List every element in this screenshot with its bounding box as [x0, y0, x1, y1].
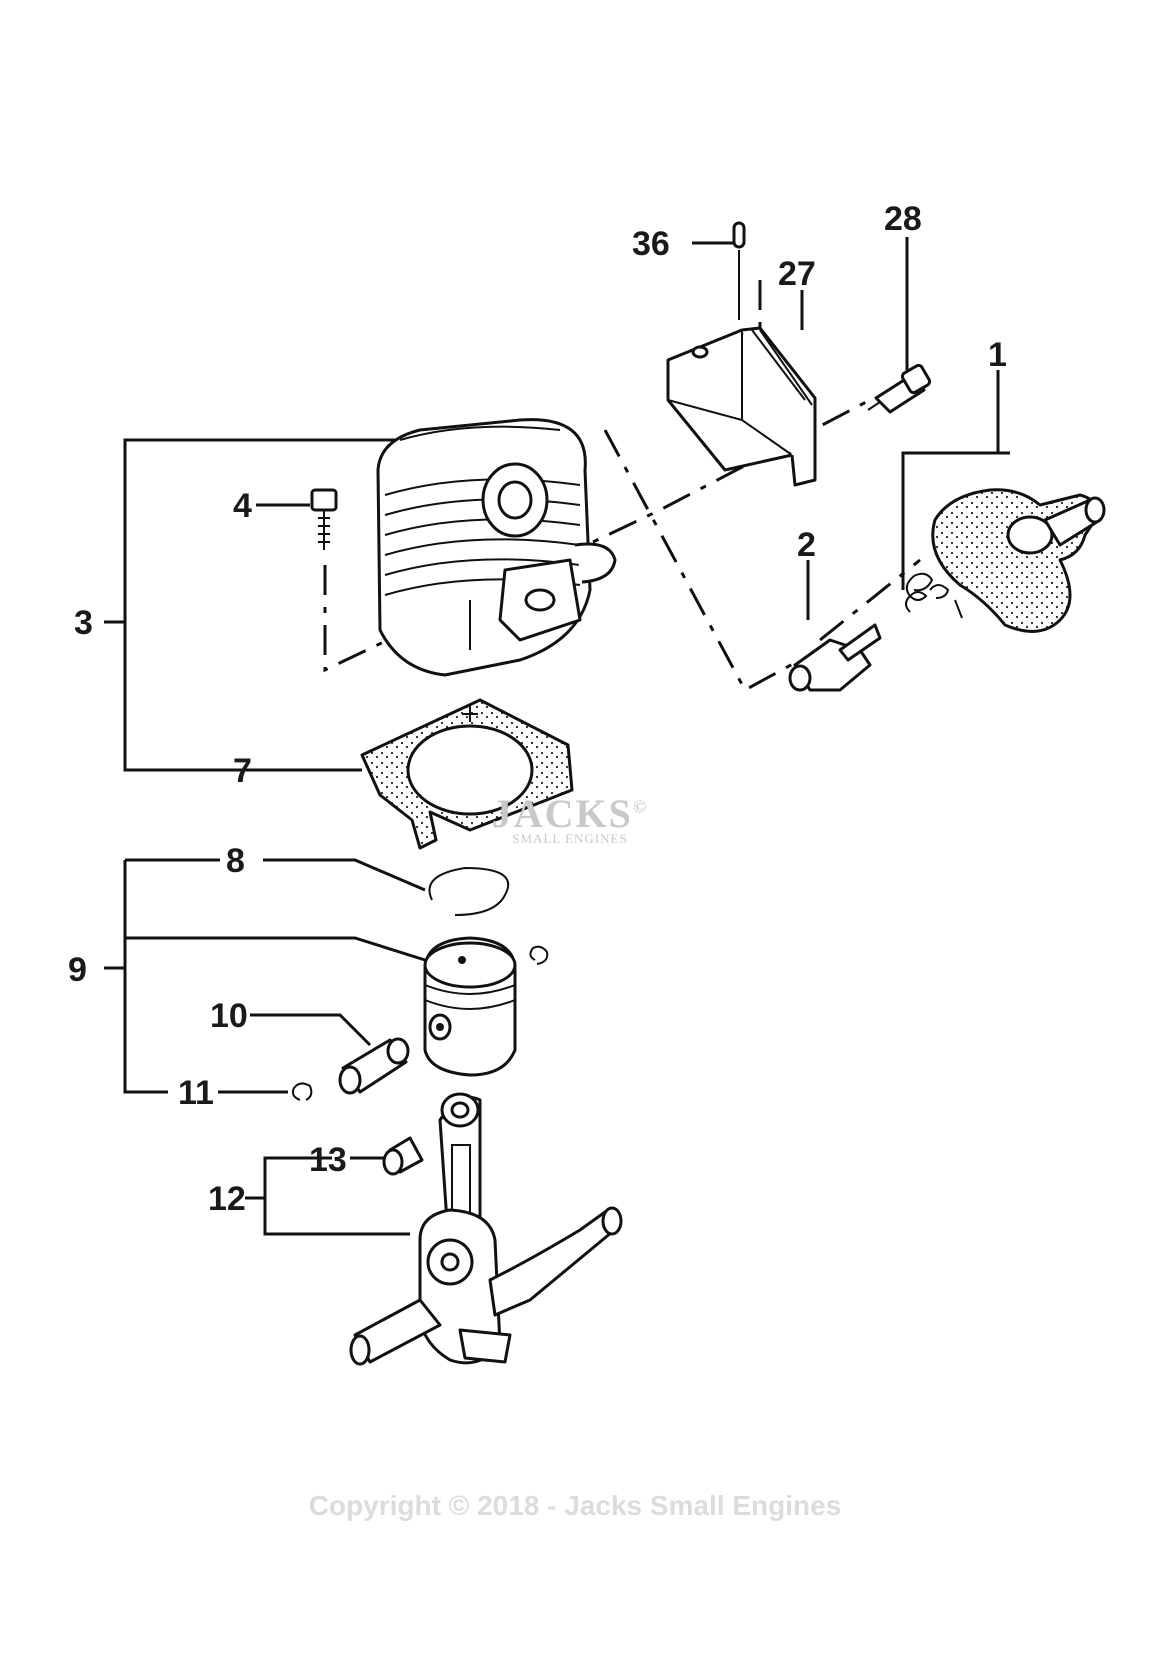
callout-1: 1: [988, 336, 1007, 374]
clip-part: [291, 1082, 313, 1101]
clip-part-right: [529, 945, 549, 965]
callout-13: 13: [309, 1141, 347, 1179]
bolt-part: [867, 363, 932, 414]
callout-10: 10: [210, 997, 248, 1035]
pin-part: [732, 221, 746, 320]
leader-lines: [104, 237, 1010, 1236]
callout-2: 2: [797, 526, 816, 564]
callout-8: 8: [226, 842, 245, 880]
assembly-axes: [323, 280, 921, 693]
watermark-logo: JACKS© SMALL ENGINES: [470, 790, 670, 847]
piston-pin-part: [338, 1037, 410, 1095]
callout-7: 7: [233, 752, 252, 790]
callout-27: 27: [778, 255, 816, 293]
crankshaft-part: [349, 1092, 623, 1366]
piston-ring-part: [428, 866, 510, 916]
air-cleaner-part: [931, 488, 1106, 633]
callout-4: 4: [233, 487, 252, 525]
callout-28: 28: [884, 200, 922, 238]
bearing-part: [382, 1136, 424, 1176]
spring-part: [905, 572, 963, 619]
watermark-mark: ©: [632, 796, 649, 817]
callout-labels: 36 28 27 1 4 3 2 7 8 9 10 11 13 12: [68, 200, 1007, 1218]
callout-36: 36: [632, 225, 670, 263]
cylinder-part: [376, 418, 617, 677]
callout-12: 12: [208, 1180, 246, 1218]
spark-plug-part: [788, 623, 882, 692]
piston-part: [423, 936, 517, 1077]
callout-11: 11: [178, 1074, 214, 1112]
callout-3: 3: [74, 604, 93, 642]
callout-9: 9: [68, 951, 87, 989]
muffler-part: [666, 326, 817, 487]
screw-part: [310, 488, 338, 550]
gasket-part: [360, 698, 574, 850]
copyright-text: Copyright © 2018 - Jacks Small Engines: [308, 1490, 842, 1521]
watermark-tagline: SMALL ENGINES: [512, 831, 628, 846]
watermark-brand: JACKS: [491, 791, 633, 836]
